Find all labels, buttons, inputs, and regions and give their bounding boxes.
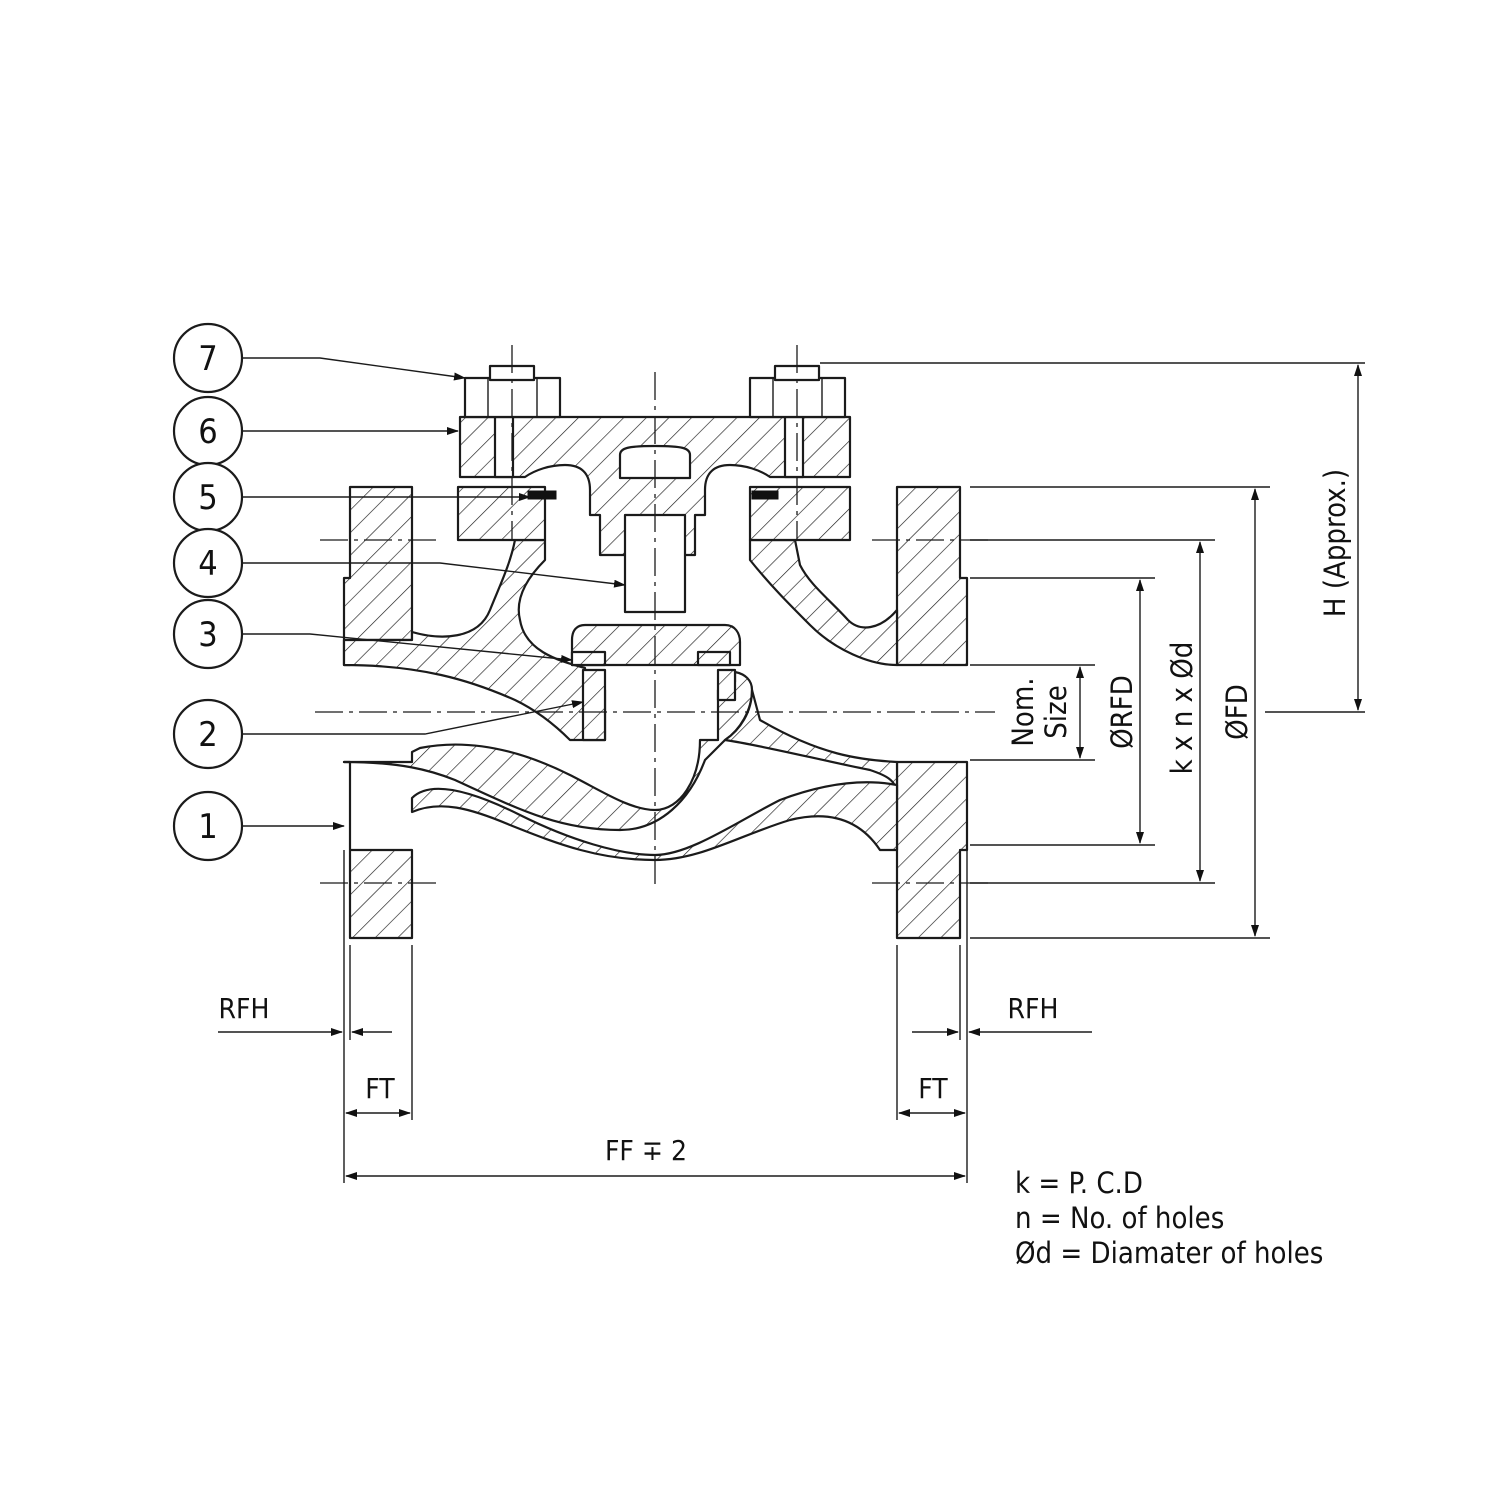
legend-line-d: Ød = Diamater of holes xyxy=(1015,1236,1323,1270)
nom-size-label-1: Nom. xyxy=(1006,677,1040,746)
svg-text:4: 4 xyxy=(198,544,217,584)
cover-bolt-hole-right xyxy=(783,415,805,479)
svg-text:1: 1 xyxy=(198,807,217,847)
ft-right-label: FT xyxy=(918,1072,948,1105)
balloon-6: 6 xyxy=(172,395,459,467)
gasket-left xyxy=(527,490,557,500)
height-label: H (Approx.) xyxy=(1318,469,1352,617)
legend-line-n: n = No. of holes xyxy=(1015,1201,1224,1235)
cover-bolt-hole-left xyxy=(493,415,515,479)
rfh-right-label: RFH xyxy=(1008,992,1059,1025)
lower-body-right xyxy=(723,688,899,797)
balloon-1: 1 xyxy=(172,790,345,862)
right-flange-lower xyxy=(895,760,969,940)
vertical-dimensions: Nom. Size ØRFD k x n x Ød ØFD H (Approx.… xyxy=(820,362,1365,939)
disc-seat-ring-left xyxy=(570,650,607,667)
lower-body xyxy=(342,670,754,832)
center-lines xyxy=(315,345,995,885)
balloon-5: 5 xyxy=(172,461,531,533)
legend-line-k: k = P. C.D xyxy=(1015,1166,1143,1200)
svg-text:5: 5 xyxy=(198,478,217,518)
pcd-label: k x n x Ød xyxy=(1165,642,1199,775)
disc-seat-ring-right xyxy=(696,650,732,667)
ft-left-label: FT xyxy=(365,1072,395,1105)
gasket-right xyxy=(751,490,779,500)
nom-size-label-2: Size xyxy=(1039,685,1073,739)
seat-right xyxy=(716,668,737,702)
body-neck-right xyxy=(748,485,852,542)
disc-assembly xyxy=(570,623,742,742)
seat-left xyxy=(581,668,607,742)
upper-body-left xyxy=(342,538,607,742)
rfh-left-label: RFH xyxy=(219,992,270,1025)
balloon-2: 2 xyxy=(172,698,584,770)
right-flange xyxy=(895,485,969,667)
fd-label: ØFD xyxy=(1220,684,1254,740)
left-flange-lower xyxy=(342,760,414,940)
balloon-3: 3 xyxy=(172,598,573,670)
bowl xyxy=(410,781,899,862)
rfd-label: ØRFD xyxy=(1105,675,1139,749)
legend: k = P. C.D n = No. of holes Ød = Diamate… xyxy=(1015,1166,1323,1270)
svg-text:3: 3 xyxy=(198,615,217,655)
ff-label: FF ∓ 2 xyxy=(605,1134,687,1167)
valve-body xyxy=(342,485,969,940)
balloon-7: 7 xyxy=(172,322,466,394)
balloon-4: 4 xyxy=(172,527,626,599)
horizontal-dimensions: RFH RFH FT FT FF ∓ 2 xyxy=(218,850,1092,1183)
svg-text:6: 6 xyxy=(198,412,217,452)
svg-text:2: 2 xyxy=(198,715,217,755)
part-balloons: 7 6 5 4 3 2 1 xyxy=(172,322,626,862)
upper-body-right xyxy=(748,538,899,667)
svg-text:7: 7 xyxy=(198,339,217,379)
